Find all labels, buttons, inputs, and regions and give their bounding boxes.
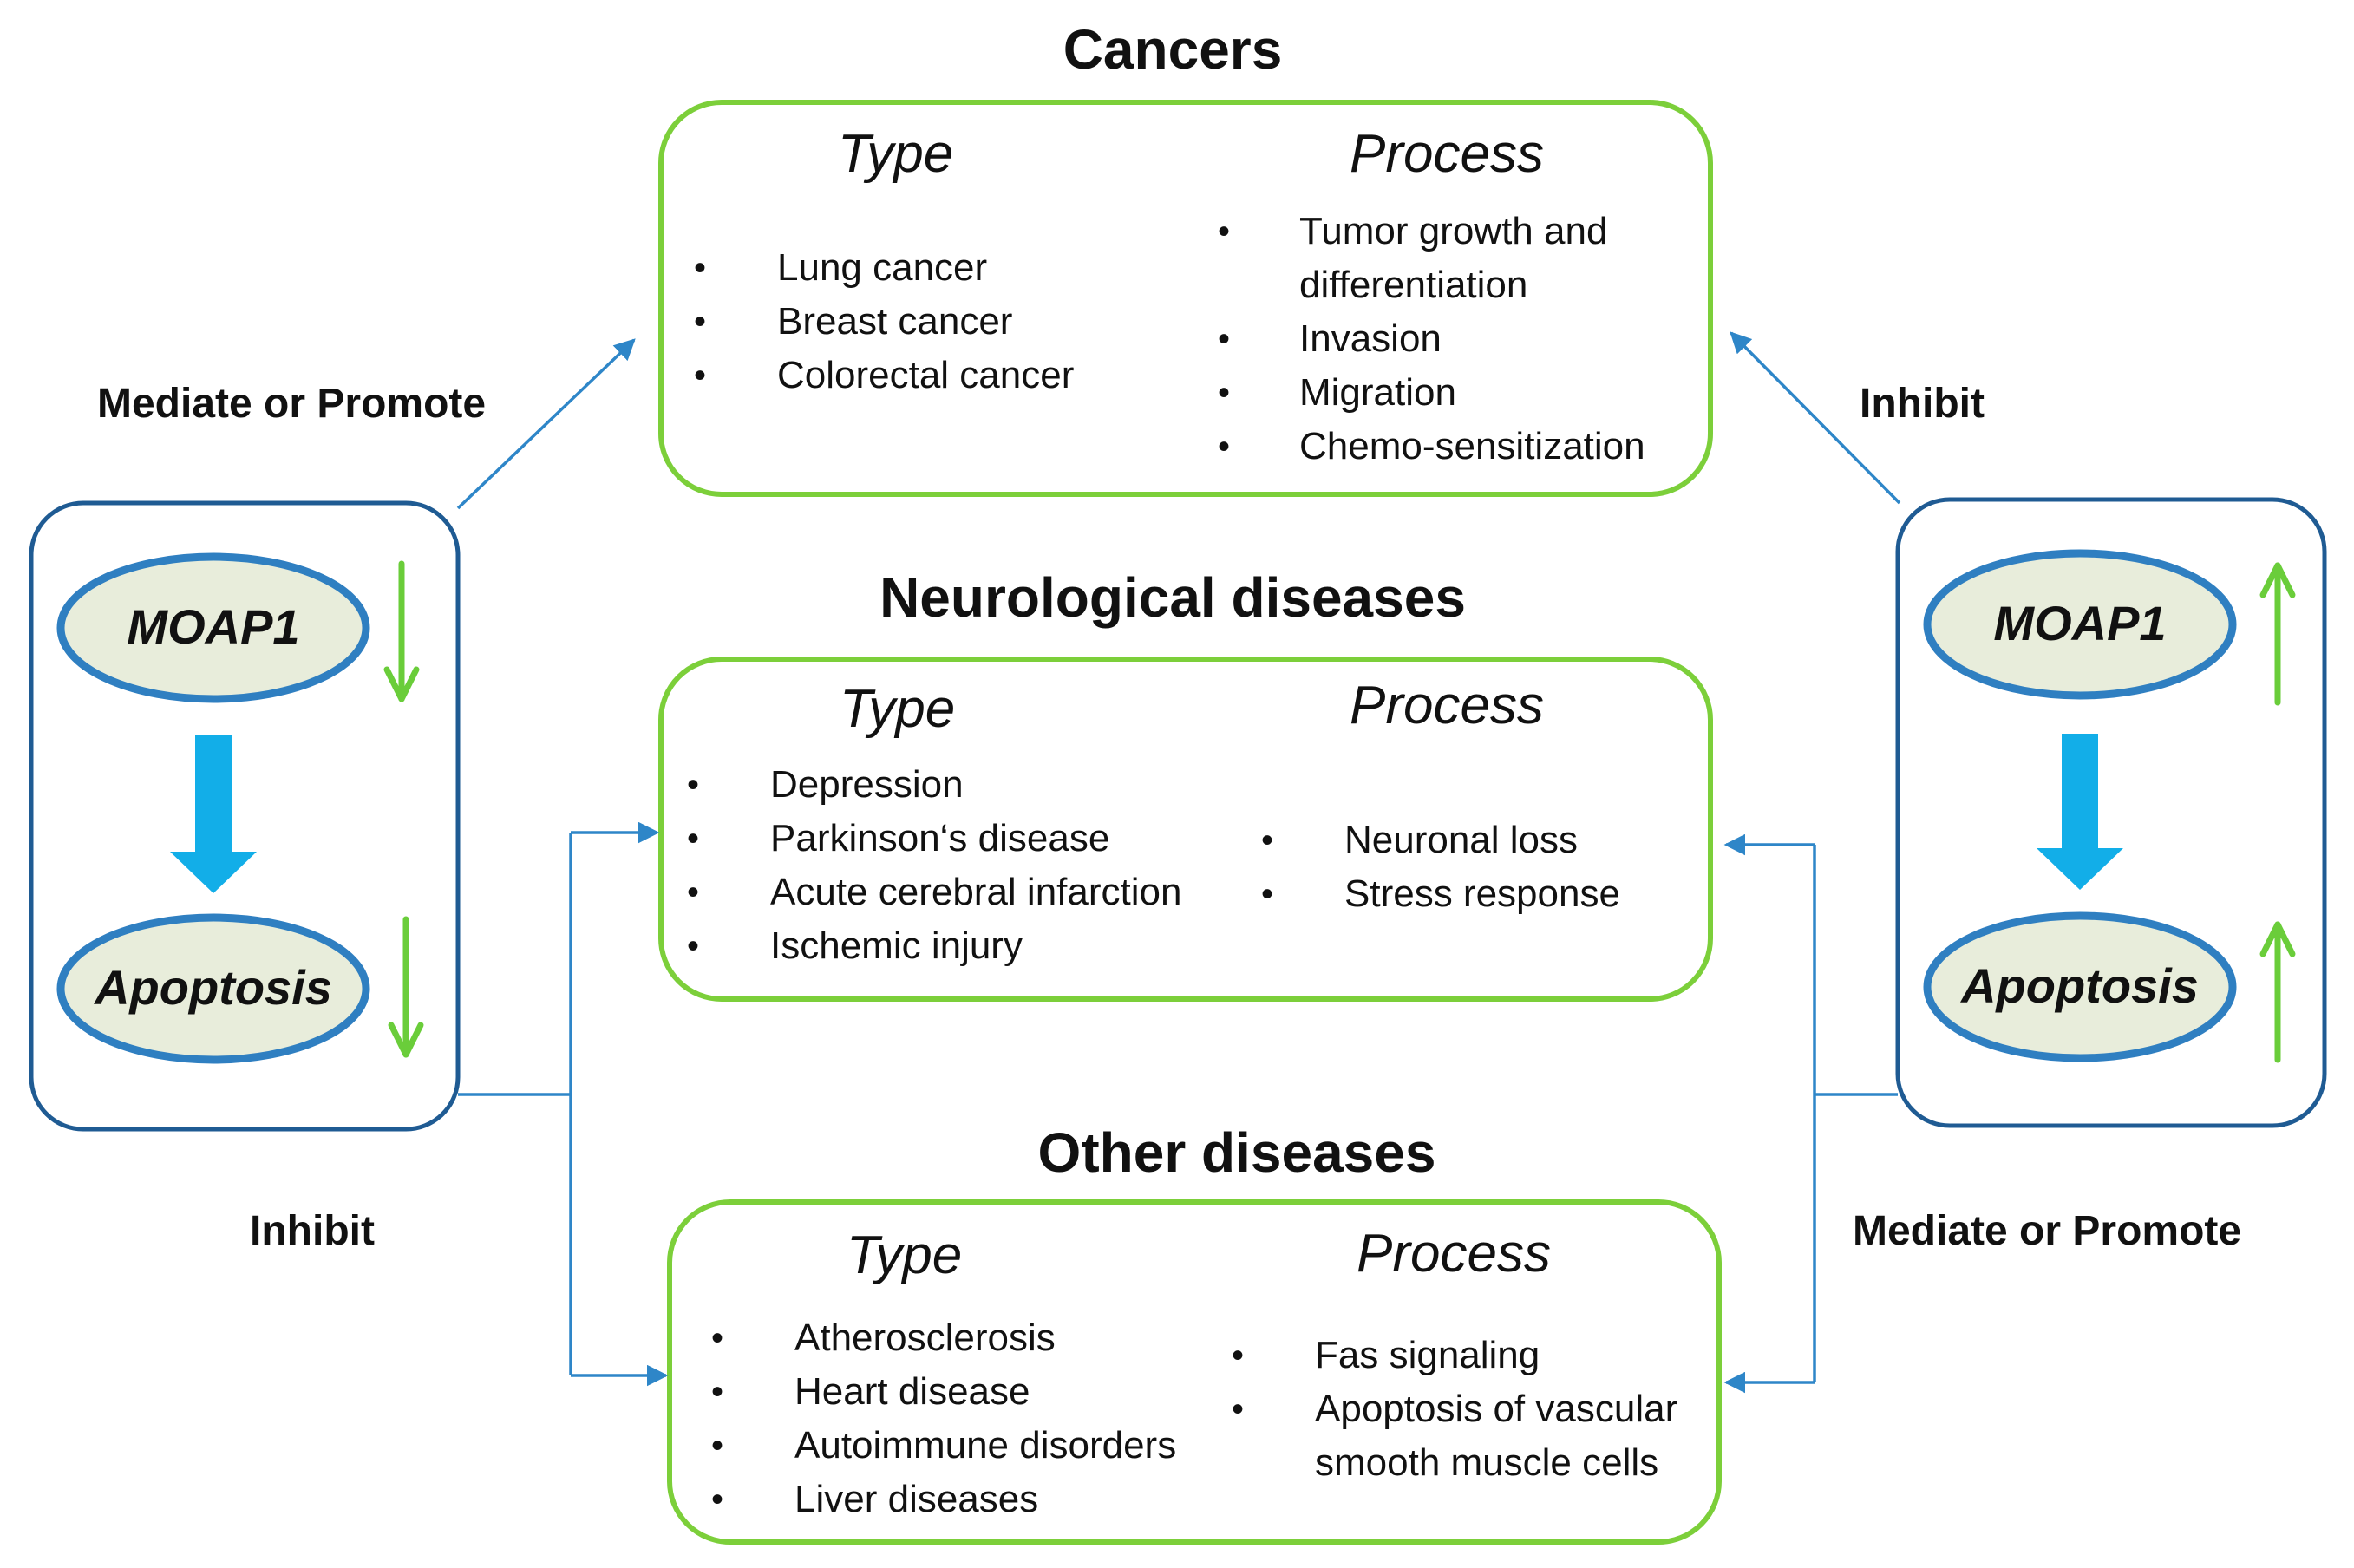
list-item: •Fas signaling xyxy=(1232,1334,1540,1376)
right-apoptosis-up-arrow xyxy=(2259,921,2296,1063)
cancers-type-heading: Type xyxy=(838,124,954,184)
list-item: •Tumor growth and differentiation xyxy=(1218,210,1608,306)
list-item-text: Invasion xyxy=(1299,317,1442,360)
left-panel-box xyxy=(29,500,461,1132)
list-item: •Autoimmune disorders xyxy=(711,1424,1177,1467)
other-process-heading: Process xyxy=(1357,1224,1551,1284)
list-item-text: Acute cerebral infarction xyxy=(770,871,1182,913)
list-item: •Liver diseases xyxy=(711,1478,1039,1520)
list-item-text: Heart disease xyxy=(794,1370,1030,1413)
neurological-type-list: •Depression •Parkinson‘s disease •Acute … xyxy=(687,758,1181,973)
left-apoptosis-label: Apoptosis xyxy=(95,960,332,1015)
left-big-down-arrow xyxy=(170,735,257,893)
list-item-text: Autoimmune disorders xyxy=(794,1424,1177,1467)
list-item: •Breast cancer xyxy=(694,300,1013,343)
list-item: •Depression xyxy=(687,763,964,806)
right-apoptosis-oval xyxy=(1923,911,2237,1062)
cancers-type-list: •Lung cancer •Breast cancer •Colorectal … xyxy=(694,241,1074,402)
list-item: •Parkinson‘s disease xyxy=(687,817,1110,859)
list-item-text: Migration xyxy=(1299,371,1456,414)
list-item-text: Atherosclerosis xyxy=(794,1316,1056,1359)
neurological-process-list: •Neuronal loss •Stress response xyxy=(1261,813,1620,921)
list-item-text: Breast cancer xyxy=(777,300,1013,343)
cancers-process-list: •Tumor growth and differentiation •Invas… xyxy=(1218,205,1672,474)
list-item: •Acute cerebral infarction xyxy=(687,871,1182,913)
list-item-text: Lung cancer xyxy=(777,246,988,289)
other-type-list: •Atherosclerosis •Heart disease •Autoimm… xyxy=(711,1311,1176,1526)
list-item-text: Colorectal cancer xyxy=(777,354,1075,396)
other-type-heading: Type xyxy=(847,1225,963,1285)
left-apoptosis-oval xyxy=(56,913,370,1064)
right-panel-box xyxy=(1895,497,2327,1128)
left-bracket-connector xyxy=(458,821,669,1387)
list-item: •Neuronal loss xyxy=(1261,819,1579,861)
list-item-text: Liver diseases xyxy=(794,1478,1039,1520)
right-moap1-up-arrow xyxy=(2259,562,2296,706)
other-box xyxy=(667,1199,1722,1545)
right-moap1-label: MOAP1 xyxy=(1993,596,2167,650)
neurological-type-heading: Type xyxy=(840,679,956,739)
neurological-box xyxy=(658,657,1713,1002)
right-big-down-arrow xyxy=(2037,734,2123,890)
list-item: •Atherosclerosis xyxy=(711,1316,1056,1359)
right-top-relation-label: Inhibit xyxy=(1860,381,1985,427)
list-item: •Invasion xyxy=(1218,317,1442,360)
left-moap1-label: MOAP1 xyxy=(127,599,300,654)
left-moap1-down-arrow xyxy=(383,560,420,702)
cancers-process-heading: Process xyxy=(1350,124,1544,184)
other-title: Other diseases xyxy=(1037,1121,1436,1184)
list-item: •Apoptosis of vascular smooth muscle cel… xyxy=(1232,1388,1678,1484)
left-top-relation-label: Mediate or Promote xyxy=(97,381,487,427)
neurological-process-heading: Process xyxy=(1350,676,1544,735)
list-item: •Lung cancer xyxy=(694,246,988,289)
left-to-cancers-arrow xyxy=(456,338,636,510)
left-apoptosis-down-arrow xyxy=(388,916,424,1058)
right-apoptosis-label: Apoptosis xyxy=(1961,958,2199,1013)
cancers-box xyxy=(658,100,1713,497)
list-item-text: Neuronal loss xyxy=(1344,819,1579,861)
right-bottom-relation-label: Mediate or Promote xyxy=(1853,1208,2242,1254)
list-item-text: Chemo-sensitization xyxy=(1299,425,1645,467)
other-process-list: •Fas signaling •Apoptosis of vascular sm… xyxy=(1232,1329,1714,1490)
right-bracket-connector xyxy=(1723,833,1898,1394)
list-item: •Chemo-sensitization xyxy=(1218,425,1645,467)
left-moap1-oval xyxy=(56,552,370,703)
right-moap1-oval xyxy=(1923,549,2237,700)
list-item-text: Tumor growth and differentiation xyxy=(1299,210,1608,306)
list-item-text: Stress response xyxy=(1344,872,1620,915)
list-item: •Ischemic injury xyxy=(687,924,1023,967)
list-item-text: Parkinson‘s disease xyxy=(770,817,1110,859)
list-item-text: Depression xyxy=(770,763,964,806)
left-bottom-relation-label: Inhibit xyxy=(250,1208,375,1254)
list-item-text: Ischemic injury xyxy=(770,924,1023,967)
list-item-text: Apoptosis of vascular smooth muscle cell… xyxy=(1315,1388,1678,1484)
right-to-cancers-arrow xyxy=(1730,331,1901,505)
list-item: •Colorectal cancer xyxy=(694,354,1075,396)
list-item: •Stress response xyxy=(1261,872,1620,915)
list-item-text: Fas signaling xyxy=(1315,1334,1540,1376)
list-item: •Migration xyxy=(1218,371,1456,414)
list-item: •Heart disease xyxy=(711,1370,1030,1413)
neurological-title: Neurological diseases xyxy=(879,566,1466,629)
cancers-title: Cancers xyxy=(1063,18,1283,81)
